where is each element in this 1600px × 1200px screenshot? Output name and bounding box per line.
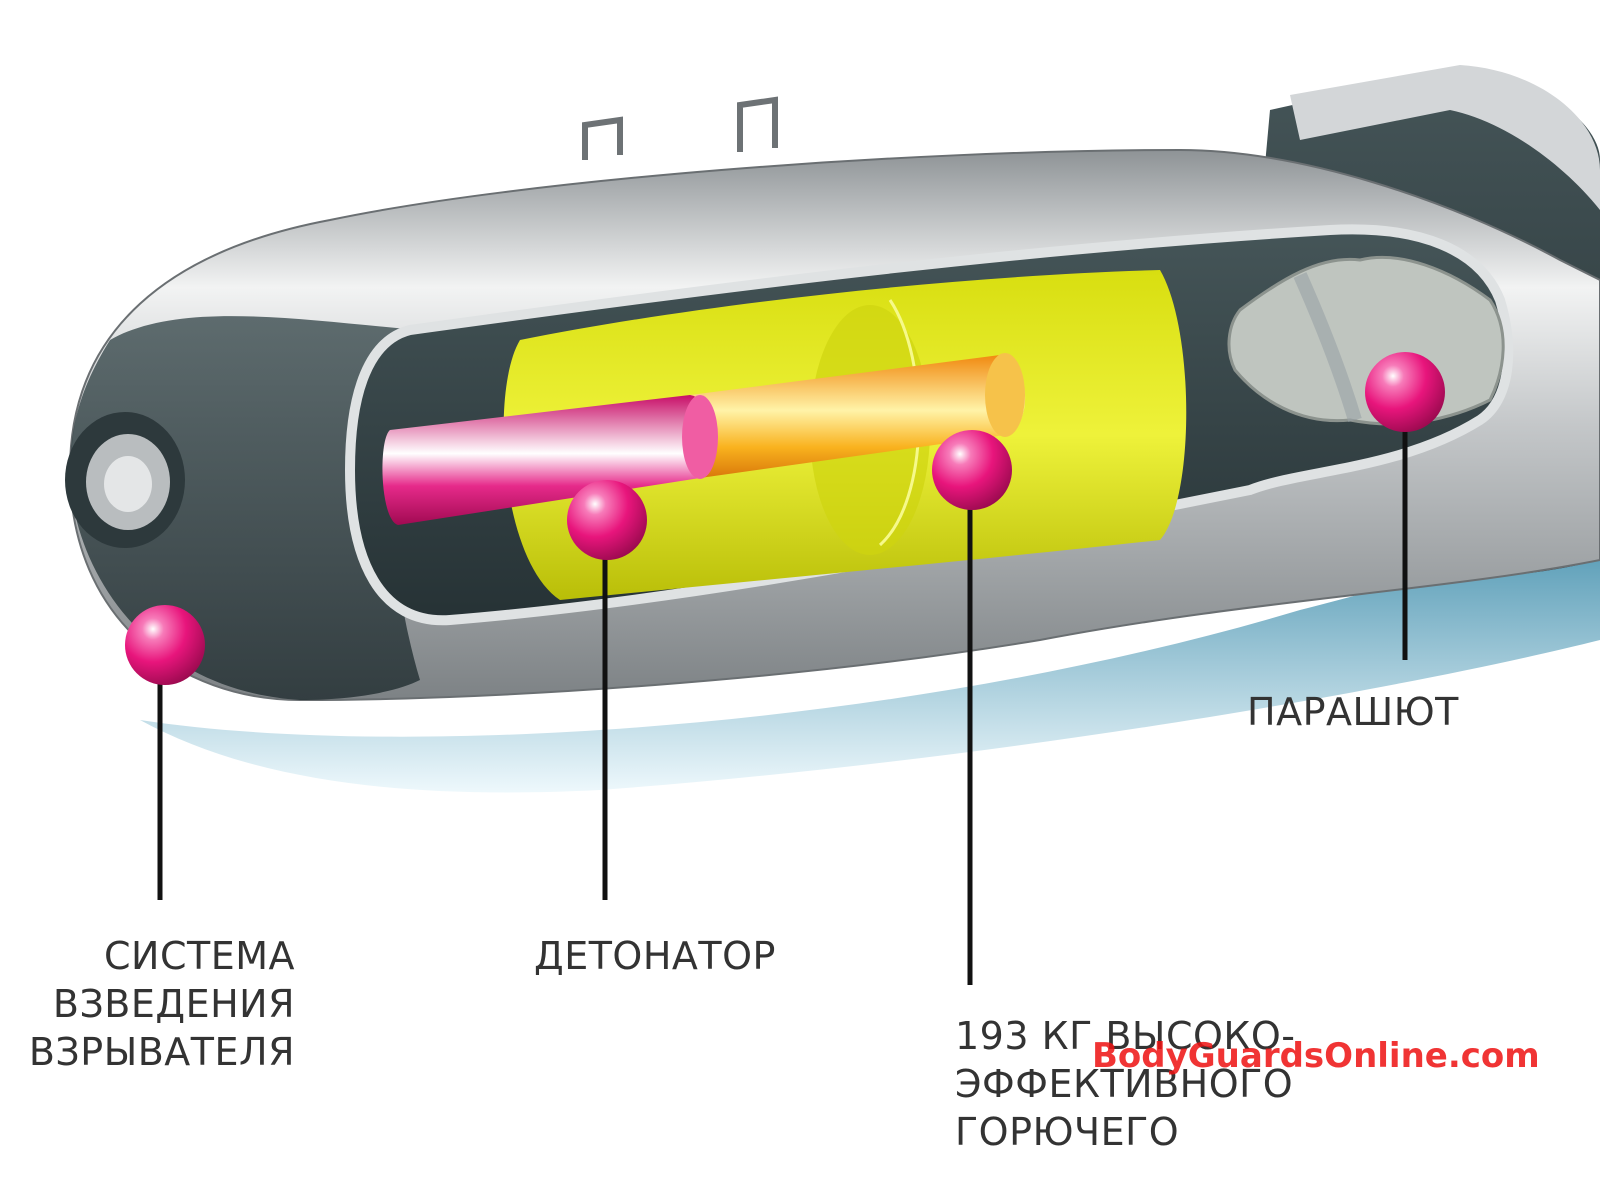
label-line: 193 КГ ВЫСОКО- [955,1014,1296,1058]
label-fuel-charge: 193 КГ ВЫСОКО- ЭФФЕКТИВНОГО ГОРЮЧЕГО [955,1012,1295,1156]
booster-charge [690,353,1026,478]
label-fuze-arming-system: СИСТЕМА ВЗВЕДЕНИЯ ВЗРЫВАТЕЛЯ [29,932,295,1076]
label-line: СИСТЕМА [104,934,295,978]
label-line: ПАРАШЮТ [1247,690,1459,734]
label-line: ДЕТОНАТОР [534,934,776,978]
label-line: ГОРЮЧЕГО [955,1110,1180,1154]
marker-fuze [125,605,205,685]
label-detonator: ДЕТОНАТОР [534,932,776,980]
watermark: BodyGuardsOnline.com [1092,1036,1540,1076]
label-line: ВЗРЫВАТЕЛЯ [28,1030,295,1074]
label-line: ЭФФЕКТИВНОГО [955,1062,1294,1106]
fuze-cap [65,412,185,548]
label-parachute: ПАРАШЮТ [1247,688,1459,736]
nose-cone [70,316,420,700]
marker-detonator [567,480,647,560]
detonator-rod [382,395,718,525]
ground-shadow [140,520,1600,793]
marker-parachute [1365,352,1445,432]
marker-fuel [932,430,1012,510]
label-line: ВЗВЕДЕНИЯ [52,982,295,1026]
suspension-lugs [582,96,778,160]
